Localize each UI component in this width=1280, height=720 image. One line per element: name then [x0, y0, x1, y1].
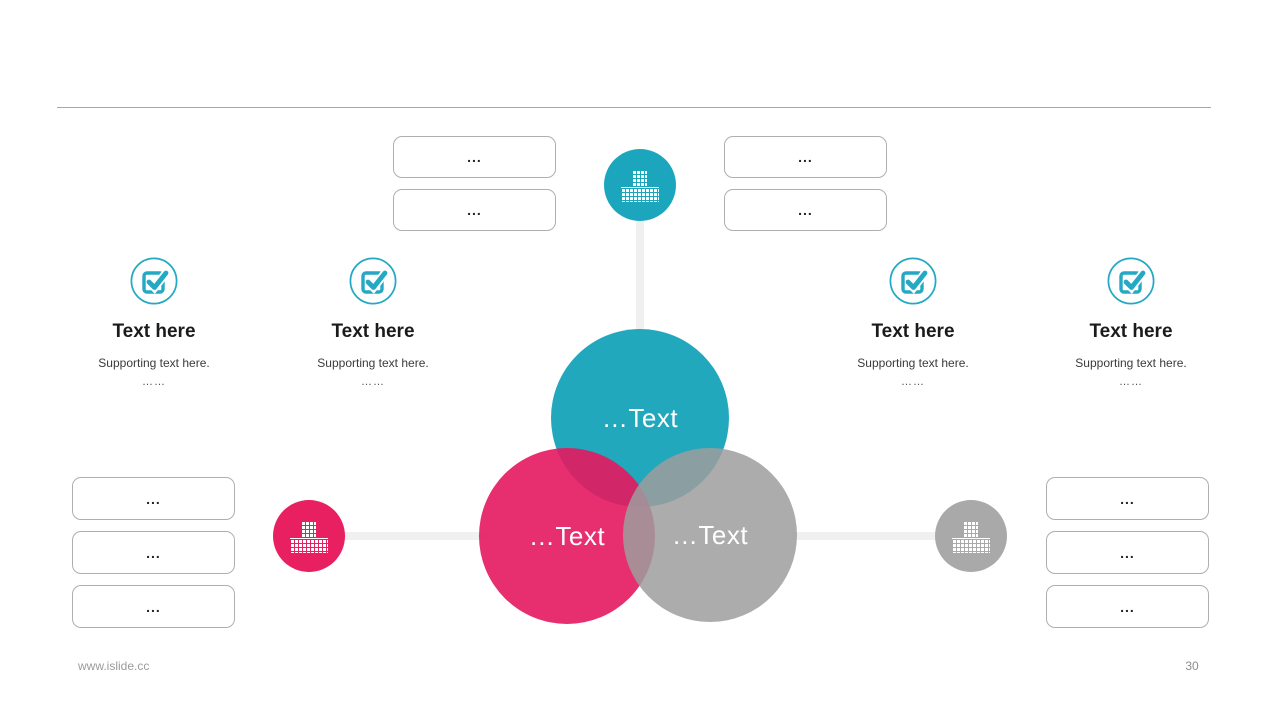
callout-text: ... [1120, 598, 1135, 615]
venn-label-right: …Text [671, 519, 749, 550]
checkbox-icon [349, 257, 397, 305]
building-icon [290, 520, 328, 553]
feature-column-1: Text here Supporting text here. …… [59, 257, 249, 388]
callout-box-right-1: ... [1046, 477, 1209, 520]
feature-ellipsis: …… [142, 376, 166, 388]
checkbox-icon [889, 257, 937, 305]
feature-ellipsis: …… [1119, 376, 1143, 388]
feature-subtitle: Supporting text here. [98, 356, 210, 370]
venn-label-left: …Text [528, 520, 606, 551]
callout-text: ... [146, 490, 161, 507]
callout-text: ... [146, 544, 161, 561]
callout-box-right-2: ... [1046, 531, 1209, 574]
feature-ellipsis: …… [361, 376, 385, 388]
feature-column-4: Text here Supporting text here. …… [1036, 257, 1226, 388]
venn-label-top: …Text [601, 402, 679, 433]
callout-text: ... [467, 149, 482, 165]
feature-subtitle: Supporting text here. [317, 356, 429, 370]
feature-title: Text here [1089, 321, 1173, 342]
callout-text: ... [146, 598, 161, 615]
callout-box-top-right-1: ... [724, 136, 887, 178]
checkbox-icon [130, 257, 178, 305]
connector-left [320, 532, 485, 540]
feature-ellipsis: …… [901, 376, 925, 388]
callout-text: ... [467, 202, 482, 218]
header-divider [57, 107, 1211, 108]
feature-title: Text here [871, 321, 955, 342]
feature-column-3: Text here Supporting text here. …… [818, 257, 1008, 388]
callout-box-right-3: ... [1046, 585, 1209, 628]
callout-text: ... [1120, 490, 1135, 507]
callout-box-left-1: ... [72, 477, 235, 520]
callout-text: ... [798, 202, 813, 218]
building-badge-right [935, 500, 1007, 572]
venn-circle-right: …Text [623, 448, 797, 622]
checkbox-icon [1107, 257, 1155, 305]
footer-url: www.islide.cc [78, 659, 150, 673]
feature-title: Text here [331, 321, 415, 342]
callout-box-top-right-2: ... [724, 189, 887, 231]
page-number: 30 [1185, 659, 1199, 673]
feature-title: Text here [112, 321, 196, 342]
building-badge-top [604, 149, 676, 221]
callout-box-left-3: ... [72, 585, 235, 628]
callout-box-top-left-1: ... [393, 136, 556, 178]
feature-column-2: Text here Supporting text here. …… [278, 257, 468, 388]
building-icon [952, 520, 990, 553]
feature-subtitle: Supporting text here. [857, 356, 969, 370]
callout-text: ... [1120, 544, 1135, 561]
callout-box-top-left-2: ... [393, 189, 556, 231]
connector-right [792, 532, 942, 540]
building-icon [621, 169, 659, 202]
building-badge-left [273, 500, 345, 572]
feature-subtitle: Supporting text here. [1075, 356, 1187, 370]
callout-box-left-2: ... [72, 531, 235, 574]
callout-text: ... [798, 149, 813, 165]
connector-top [636, 218, 644, 340]
